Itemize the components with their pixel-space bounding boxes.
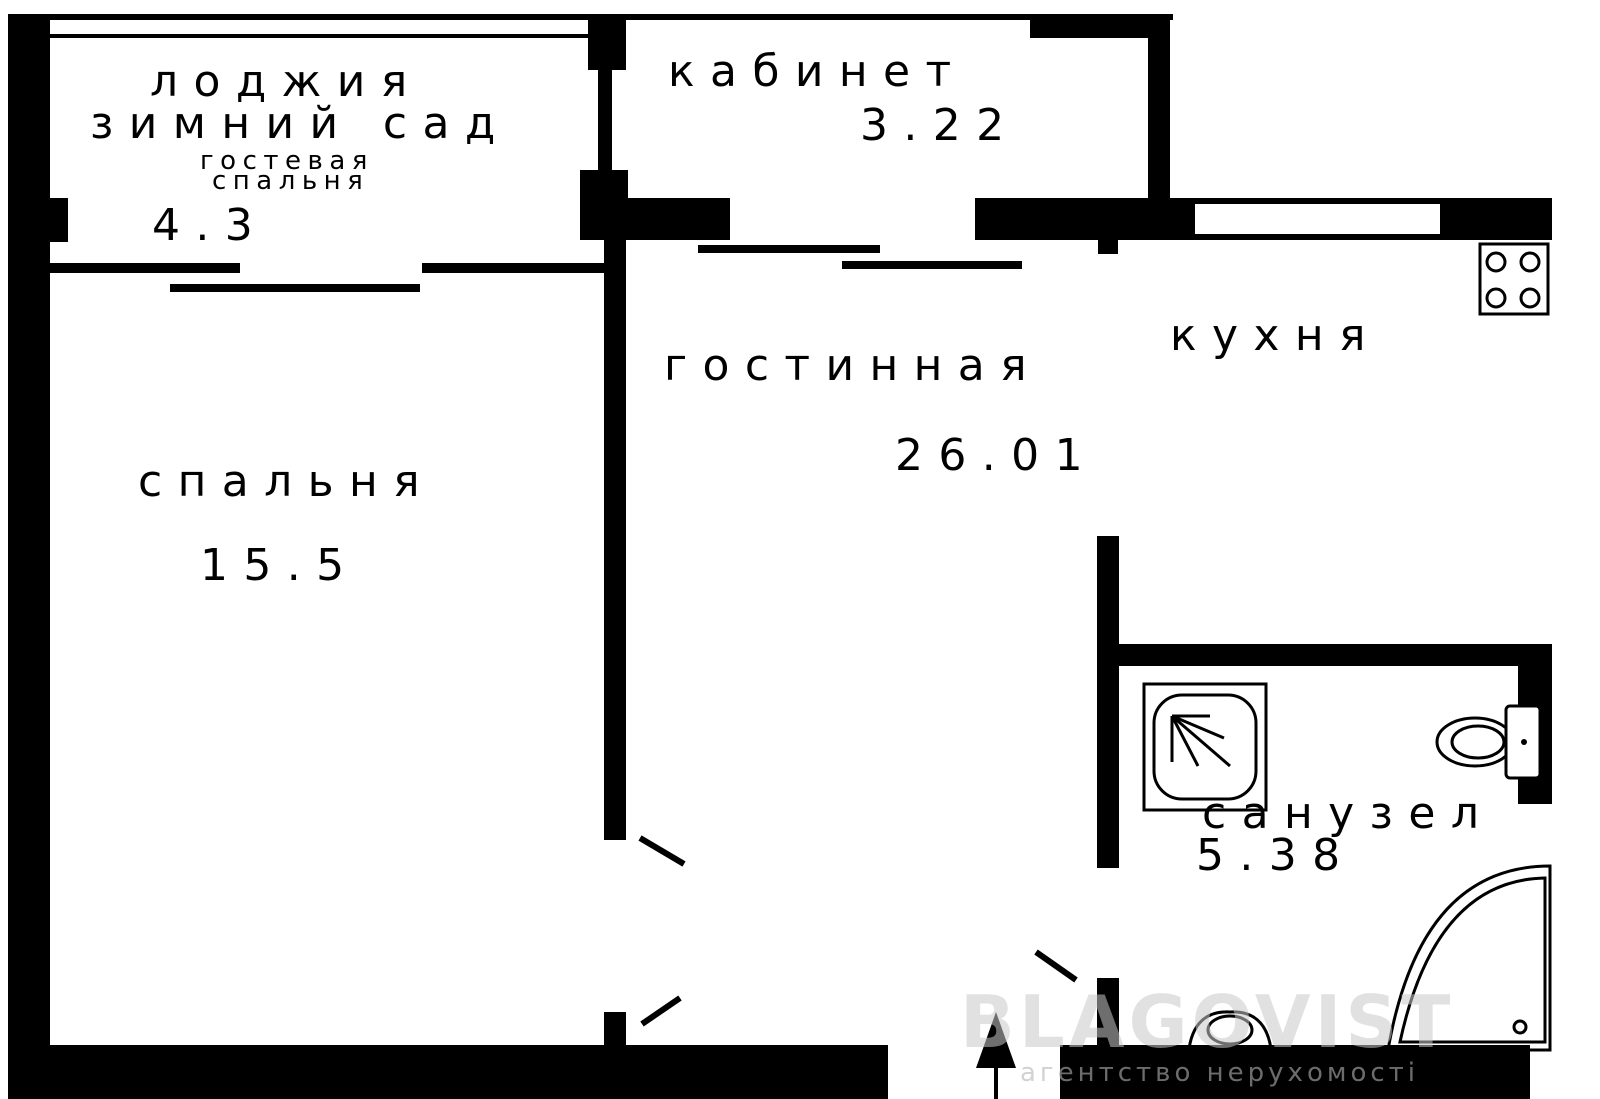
room-name-bedroom: спальня [138,456,436,507]
room-name-loggia-2: зимний сад [90,98,511,149]
room-area-bathroom: 5.38 [1196,830,1356,881]
bathtub-icon [1386,864,1552,1052]
wall-bath-top [1097,644,1552,666]
wall-cabinet-bottom-right [975,198,1135,240]
wall-loggia-left-stub [50,198,68,242]
shower-icon [1142,682,1268,812]
wall-kitchen-top-thin2 [1195,234,1440,240]
wall-loggia-bottom-right [422,263,604,273]
sink-icon [1186,1010,1274,1062]
wall-bottom-right [1060,1045,1530,1099]
sliding-door-cabinet-2 [842,261,1022,269]
sliding-door-cabinet-1 [698,245,880,253]
wall-top-thin [50,34,590,38]
room-subtitle-loggia-1: гостевая [200,146,374,176]
wall-junction [580,170,628,240]
wall-kitchen-stub [1098,236,1118,254]
watermark-brand: BLAGOVIST [960,980,1455,1064]
stove-icon [1478,242,1550,316]
room-name-living: гостинная [664,340,1043,391]
wall-cabinet-bottom-left [626,198,730,240]
room-area-loggia: 4.3 [152,200,269,251]
room-area-bedroom: 15.5 [200,540,360,591]
wall-bath-left-lower [1097,978,1119,1048]
wall-bottom-left [8,1045,888,1099]
toilet-icon [1435,704,1542,780]
wall-top-cabinet [1030,14,1170,38]
room-name-kitchen: кухня [1170,310,1381,361]
wall-loggia-bottom-left [50,263,240,273]
room-area-cabinet: 3.22 [860,100,1020,151]
wall-kitchen-top-thin1 [1195,198,1440,204]
room-name-loggia-1: лоджия [150,56,423,107]
wall-kitchen-top [1135,198,1195,240]
wall-left [8,14,50,1099]
wall-loggia-cabinet-mid [598,70,612,170]
watermark-tagline: агентство нерухомості [1020,1058,1420,1088]
entrance-arrow-icon [976,1012,1016,1099]
room-name-bathroom: санузел [1202,788,1495,839]
room-subtitle-loggia-2: спальня [212,166,370,196]
sliding-door-loggia [170,284,420,292]
wall-bedroom-living [604,240,626,840]
wall-bath-left [1097,536,1119,868]
room-area-living: 26.01 [895,430,1098,481]
wall-kitchen-top-right [1440,198,1552,240]
wall-bedroom-living-stub [604,1012,626,1052]
wall-cabinet-right [1148,14,1170,234]
room-name-cabinet: кабинет [668,46,967,97]
wall-loggia-cabinet [588,14,626,70]
